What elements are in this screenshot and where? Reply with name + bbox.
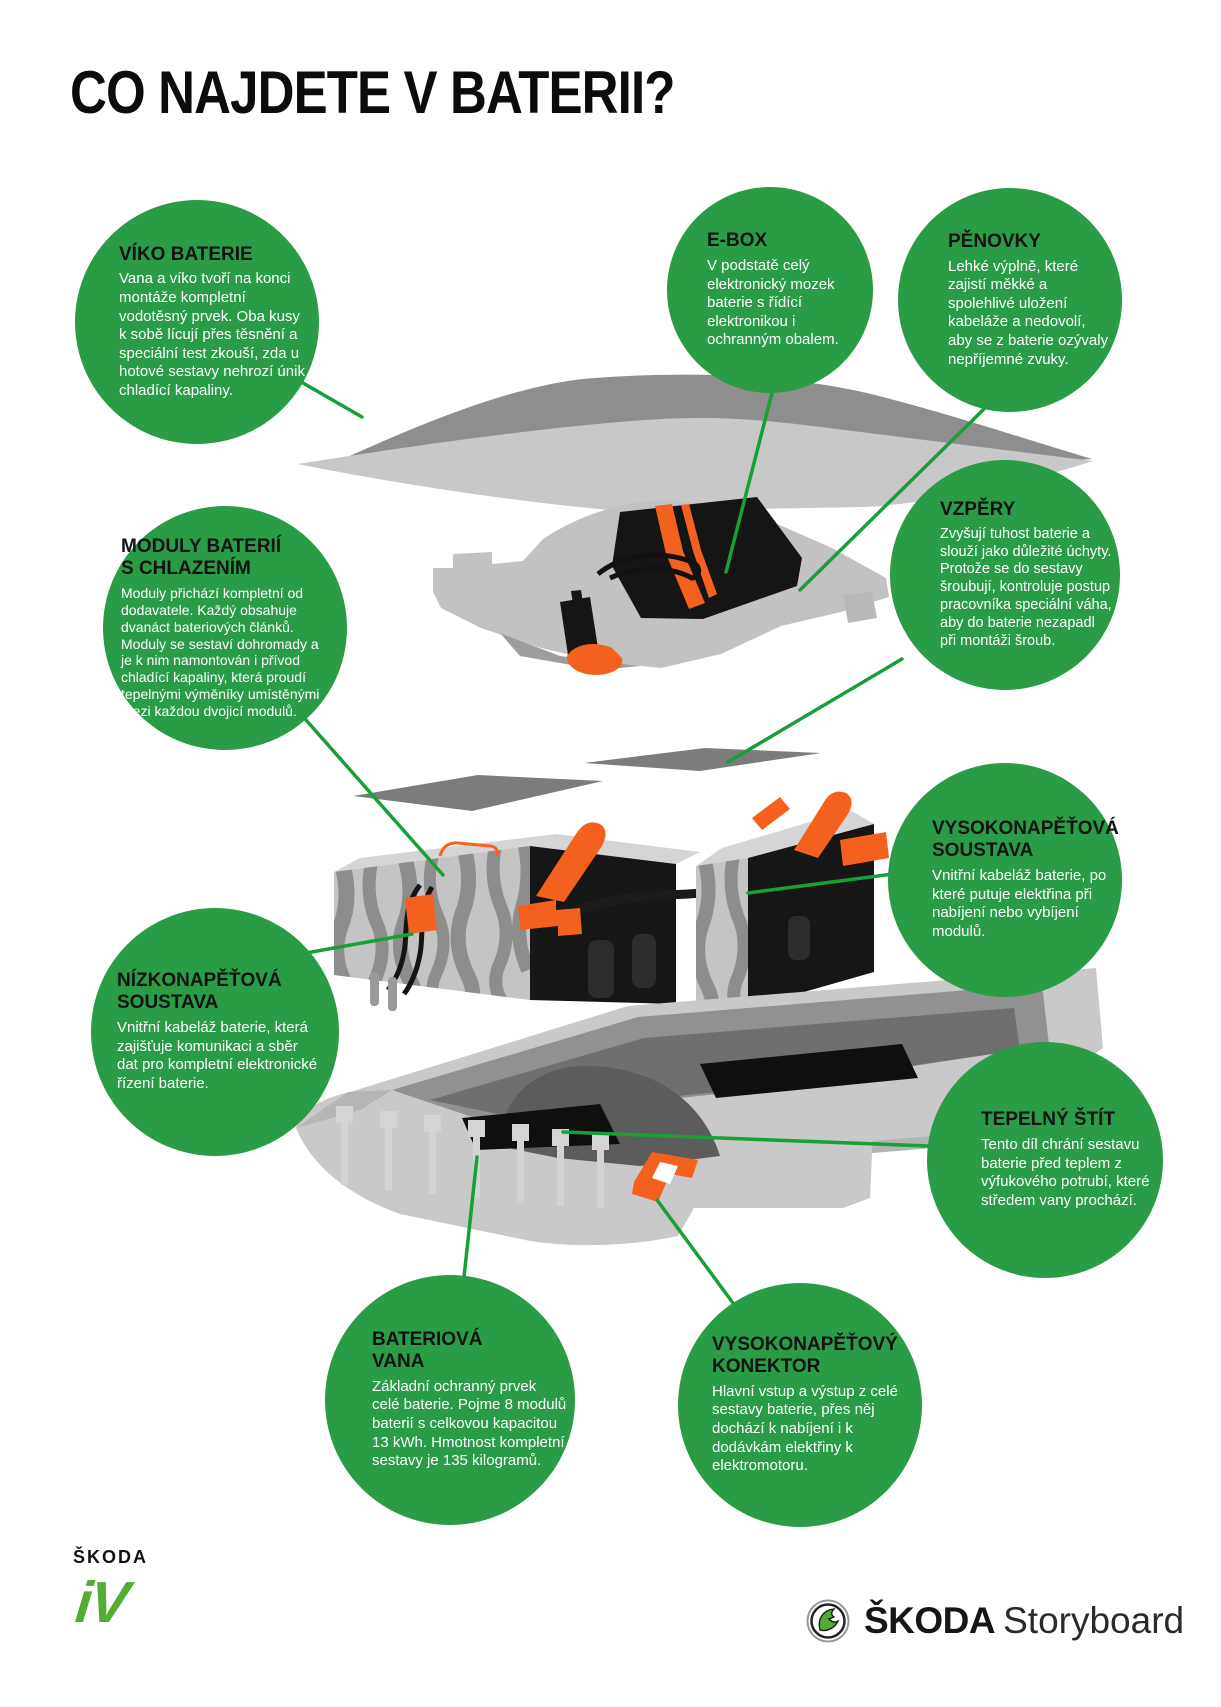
callout-bateriova-vana: BATERIOVÁ VANA Základní ochranný prvek c…: [325, 1275, 575, 1525]
page-title: CO NAJDETE V BATERII?: [70, 59, 675, 126]
battery-modules-illustration: [334, 791, 889, 1011]
callout-title: VZPĚRY: [940, 498, 1016, 520]
callout-body: V podstatě celý elektronický mozek bater…: [707, 256, 839, 349]
callout-e-box: E-BOX V podstatě celý elektronický mozek…: [667, 187, 873, 393]
strut-strips-illustration: [353, 592, 877, 811]
callout-vzpery: VZPĚRY Zvyšují tuhost baterie a slouží j…: [890, 460, 1120, 690]
callout-body: Moduly přichází kompletní od dodavatele.…: [121, 585, 320, 719]
ebox-assembly-illustration: [433, 497, 889, 675]
callout-vysokonapetovy-konektor: VYSOKONAPĚŤOVÝ KONEKTOR Hlavní vstup a v…: [678, 1283, 922, 1527]
battery-lid-illustration: [298, 374, 1093, 511]
leader-line-moduly: [304, 718, 445, 877]
callout-title: VYSOKONAPĚŤOVÁ SOUSTAVA: [932, 818, 1119, 862]
callout-vysokonapetova-soustava: VYSOKONAPĚŤOVÁ SOUSTAVA Vnitřní kabeláž …: [888, 763, 1122, 997]
callout-title: PĚNOVKY: [948, 230, 1041, 252]
callout-body: Zvyšují tuhost baterie a slouží jako důl…: [940, 525, 1112, 650]
leader-line-tepelny-stit: [561, 1130, 930, 1148]
callout-title: MODULY BATERIÍ S CHLAZENÍM: [121, 536, 282, 580]
callout-body: Vana a víko tvoří na konci montáže kompl…: [119, 270, 305, 399]
callout-body: Lehké výplně, které zajistí měkké a spol…: [948, 257, 1109, 368]
callout-title: NÍZKONAPĚŤOVÁ SOUSTAVA: [117, 970, 282, 1014]
callout-moduly-baterii: MODULY BATERIÍ S CHLAZENÍM Moduly přichá…: [103, 506, 347, 750]
callout-tepelny-stit: TEPELNÝ ŠTÍT Tento díl chrání sestavu ba…: [927, 1042, 1163, 1278]
callout-title: VYSOKONAPĚŤOVÝ KONEKTOR: [712, 1334, 898, 1378]
callout-viko-baterie: VÍKO BATERIE Vana a víko tvoří na konci …: [75, 200, 319, 444]
battery-tray-illustration: [296, 968, 1103, 1246]
callout-body: Vnitřní kabeláž baterie, která zajišťuje…: [117, 1019, 318, 1092]
skoda-iv-logo: iV: [72, 1570, 131, 1635]
callout-title: TEPELNÝ ŠTÍT: [981, 1109, 1116, 1131]
storyboard-label: Storyboard: [1003, 1600, 1185, 1641]
leader-line-vzpery: [726, 657, 904, 764]
callout-body: Hlavní vstup a výstup z celé sestavy bat…: [712, 1382, 898, 1475]
skoda-iv-brand-block: ŠKODA iV: [73, 1547, 149, 1635]
callout-penovky: PĚNOVKY Lehké výplně, které zajistí měkk…: [898, 188, 1122, 412]
callout-title: E-BOX: [707, 230, 768, 252]
callout-body: Vnitřní kabeláž baterie, po které putuje…: [932, 867, 1107, 940]
callout-title: VÍKO BATERIE: [119, 243, 253, 265]
leader-line-nizkonapetova-soustava: [304, 932, 414, 955]
leader-line-penovky: [798, 407, 986, 592]
skoda-wordmark-left: ŠKODA: [73, 1547, 149, 1567]
skoda-wordmark-right: ŠKODA: [864, 1600, 996, 1641]
callout-body: Základní ochranný prvek celé baterie. Po…: [372, 1377, 567, 1470]
leader-line-bateriova-vana: [462, 1155, 479, 1279]
callout-nizkonapetova-soustava: NÍZKONAPĚŤOVÁ SOUSTAVA Vnitřní kabeláž b…: [91, 908, 339, 1156]
callout-body: Tento díl chrání sestavu baterie před te…: [981, 1136, 1150, 1210]
leader-line-vysokonapetovy-konektor: [655, 1198, 735, 1305]
callout-title: BATERIOVÁ VANA: [372, 1329, 483, 1373]
leader-line-viko-baterie: [301, 381, 364, 419]
leader-lines: [301, 381, 986, 1305]
leader-line-vysokonapetova-soustava: [746, 872, 895, 895]
leader-line-e-box: [724, 391, 774, 574]
skoda-logo-roundel-icon: [806, 1599, 850, 1643]
